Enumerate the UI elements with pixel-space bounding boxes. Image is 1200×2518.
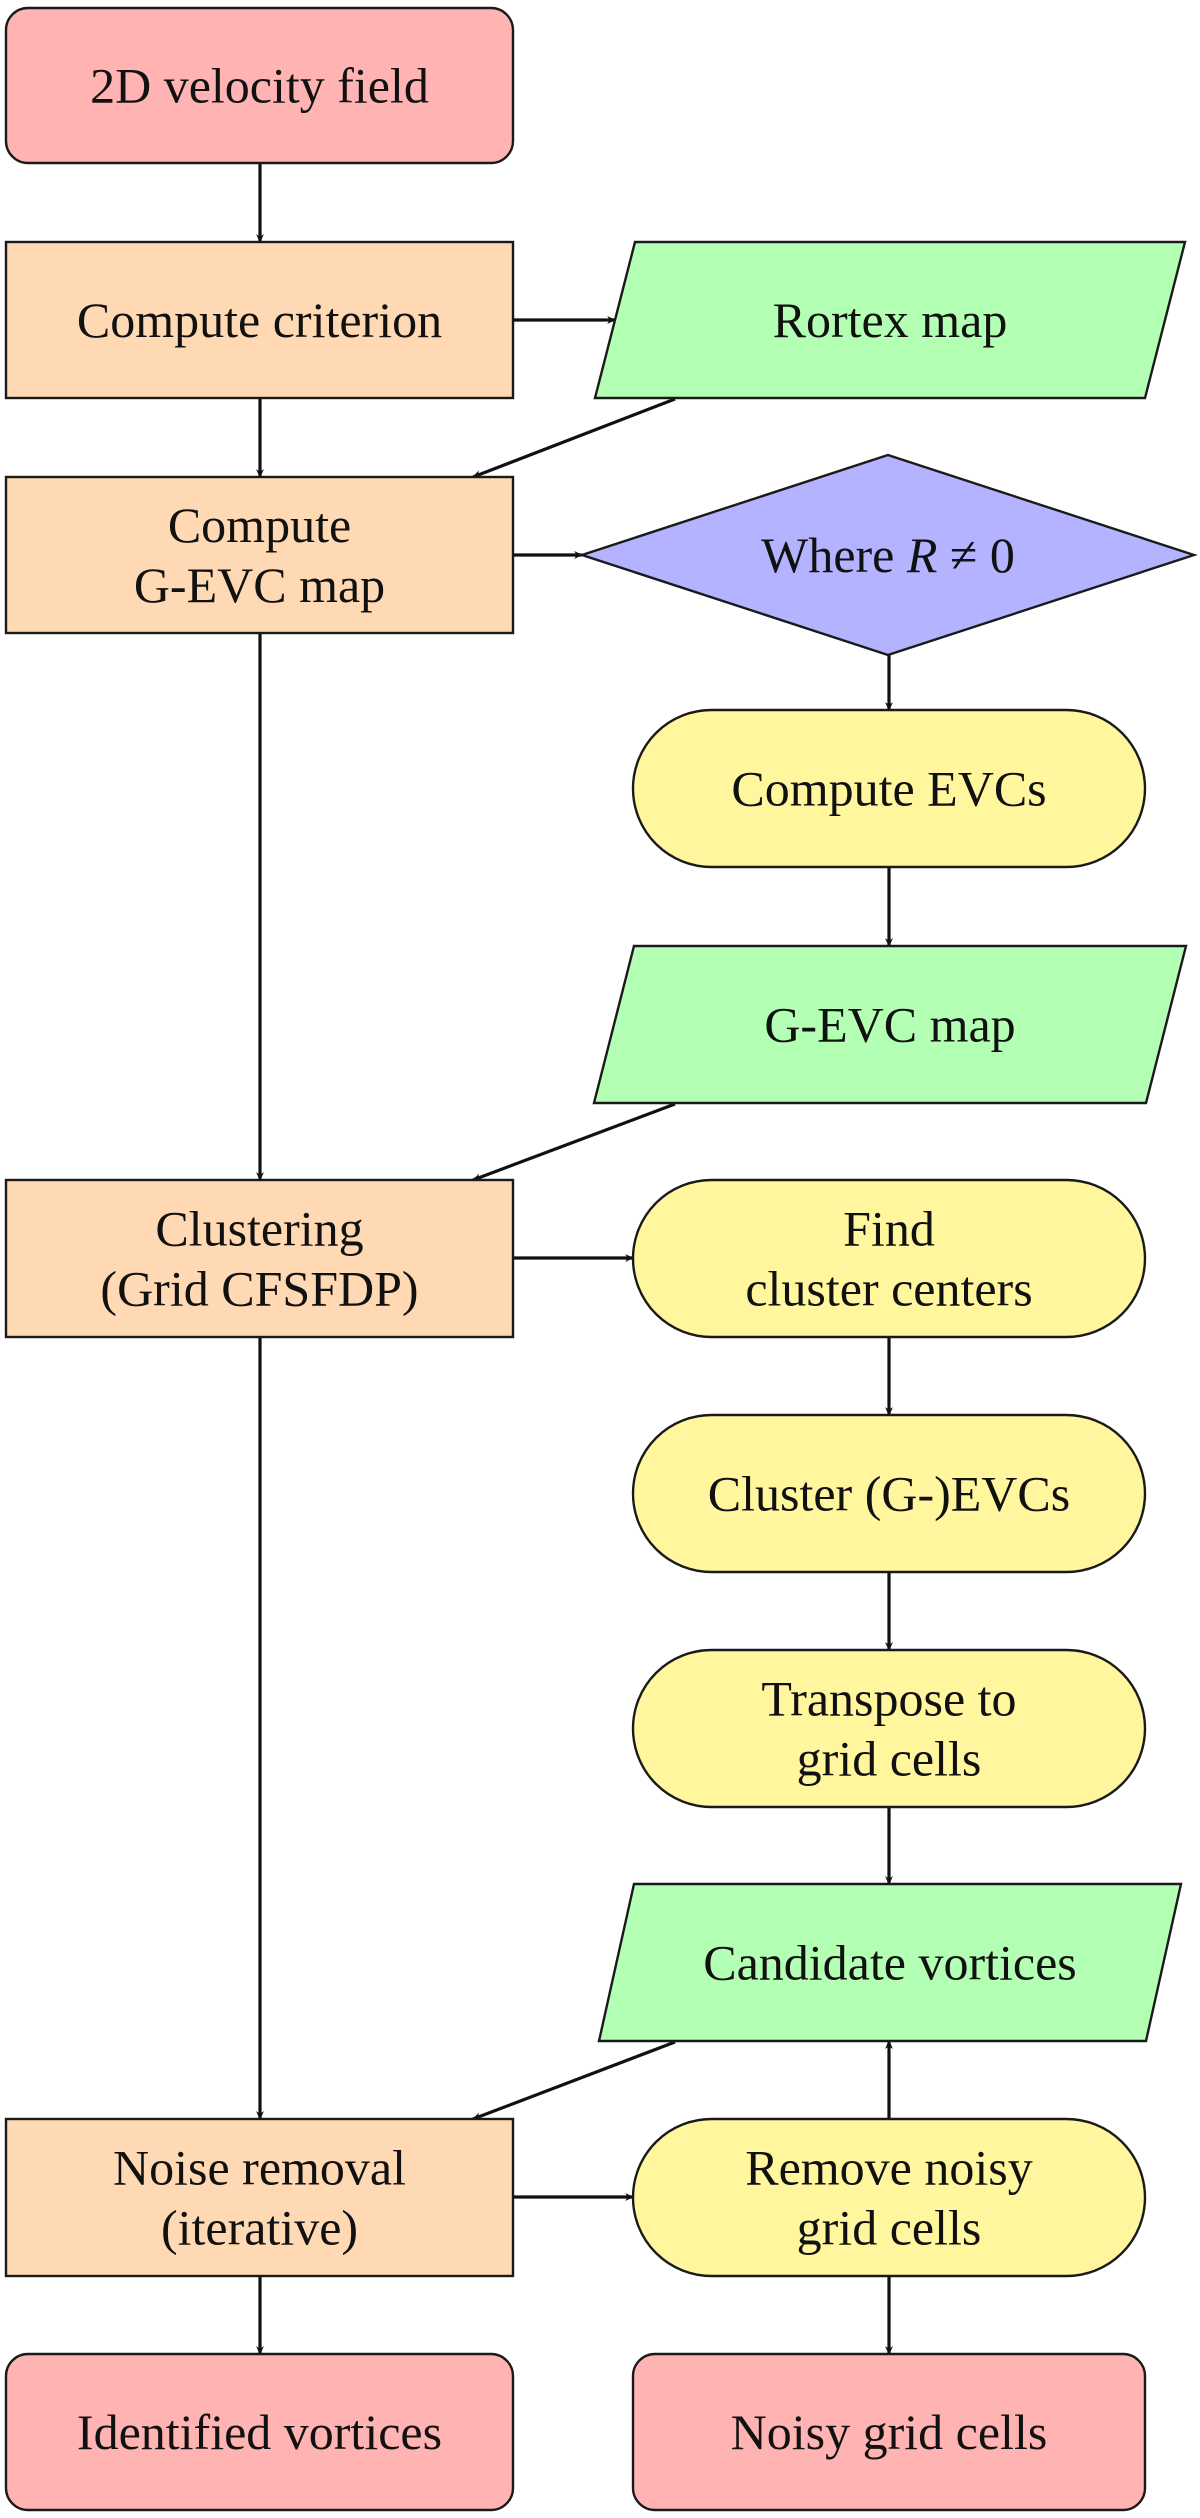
node-cluster-gevcs: Cluster (G-)EVCs: [631, 1413, 1147, 1574]
node-label: Compute criterion: [77, 292, 442, 348]
node-label: Find: [843, 1201, 935, 1257]
node-label: Where R ≠ 0: [761, 527, 1015, 583]
node-label: Cluster (G-)EVCs: [708, 1466, 1070, 1522]
node-compute-evcs: Compute EVCs: [631, 708, 1147, 869]
node-rortex-map: Rortex map: [593, 240, 1187, 400]
arrow-rortex-map-to-compute-gevc-map: [472, 397, 676, 479]
node-label: grid cells: [797, 2200, 982, 2256]
operation-shape: [631, 708, 1147, 869]
node-label: Rortex map: [773, 292, 1008, 348]
node-noise-removal: Noise removal(iterative): [4, 2117, 515, 2278]
node-clustering: Clustering(Grid CFSFDP): [4, 1178, 515, 1339]
operation-shape: [631, 2117, 1147, 2278]
node-candidate-vortices: Candidate vortices: [597, 1882, 1183, 2043]
node-velocity-field: 2D velocity field: [4, 6, 515, 165]
process-shape: [4, 2117, 515, 2278]
process-shape: [4, 475, 515, 635]
node-label: Remove noisy: [745, 2140, 1032, 2196]
node-label: (Grid CFSFDP): [100, 1261, 418, 1317]
terminal-shape: [4, 6, 515, 165]
terminal-shape: [4, 2352, 515, 2512]
node-noisy-grid-cells: Noisy grid cells: [631, 2352, 1147, 2512]
operation-shape: [631, 1648, 1147, 1809]
node-compute-criterion: Compute criterion: [4, 240, 515, 400]
node-label: Transpose to: [761, 1671, 1016, 1727]
edges: [255, 163, 894, 2355]
operation-shape: [631, 1413, 1147, 1574]
data-shape: [593, 240, 1187, 400]
node-identified-vortices: Identified vortices: [4, 2352, 515, 2512]
data-shape: [592, 944, 1188, 1105]
node-label: Noisy grid cells: [731, 2404, 1048, 2460]
arrow-candidate-vortices-to-noise-removal: [472, 2040, 676, 2121]
node-label: G-EVC map: [134, 557, 385, 613]
node-label: cluster centers: [745, 1261, 1032, 1317]
node-label: grid cells: [797, 1731, 982, 1787]
node-label: Candidate vortices: [703, 1935, 1077, 1991]
node-where-r-nonzero: Where R ≠ 0: [578, 453, 1198, 657]
process-shape: [4, 240, 515, 400]
node-label: Compute EVCs: [731, 761, 1046, 817]
node-gevc-map: G-EVC map: [592, 944, 1188, 1105]
operation-shape: [631, 1178, 1147, 1339]
node-label: G-EVC map: [764, 997, 1015, 1053]
node-label: Compute: [168, 497, 351, 553]
arrow-gevc-map-to-clustering: [472, 1102, 676, 1182]
data-shape: [597, 1882, 1183, 2043]
node-label: Identified vortices: [77, 2404, 442, 2460]
node-label: (iterative): [161, 2200, 358, 2256]
process-shape: [4, 1178, 515, 1339]
decision-shape: [578, 453, 1198, 657]
node-label: Noise removal: [113, 2140, 406, 2196]
node-label: 2D velocity field: [90, 58, 429, 114]
terminal-shape: [631, 2352, 1147, 2512]
node-label: Clustering: [155, 1201, 363, 1257]
math-symbol: R: [906, 527, 938, 583]
